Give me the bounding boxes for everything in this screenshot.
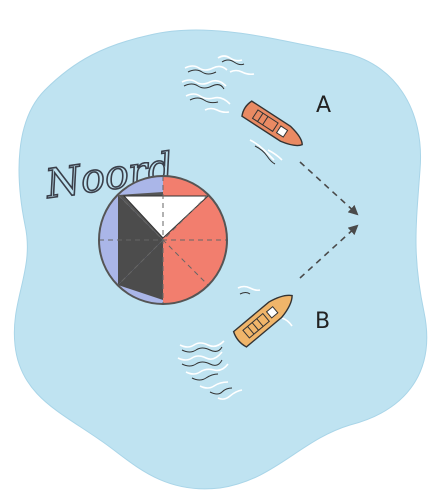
compass-disk <box>99 176 227 304</box>
boat-b-label: B <box>315 309 330 334</box>
boat-a-label: A <box>316 93 331 118</box>
